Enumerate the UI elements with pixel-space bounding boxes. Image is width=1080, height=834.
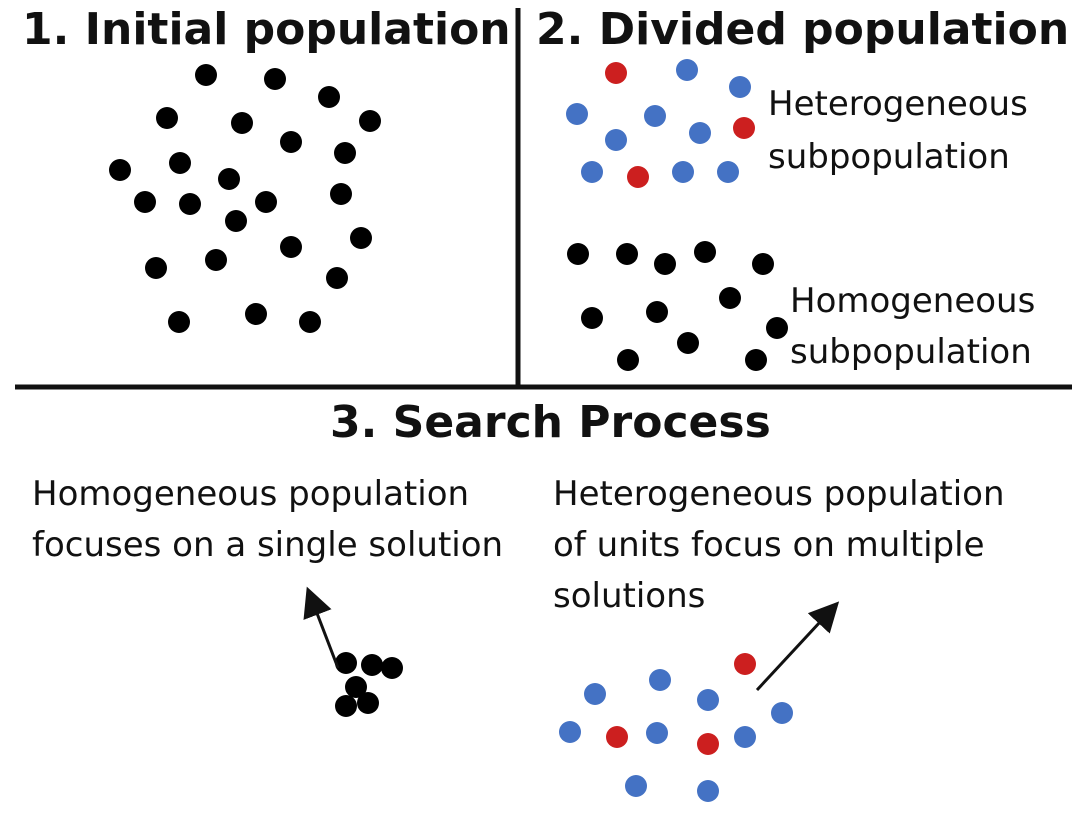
heterogeneous-search-units [559, 653, 793, 802]
homogeneous-subpopulation-black-unit [694, 241, 716, 263]
homogeneous-search-black-unit [335, 695, 357, 717]
homogeneous-search-black-unit [335, 652, 357, 674]
heterogeneous-search-red-unit [697, 733, 719, 755]
homogeneous-subpopulation-black-unit [745, 349, 767, 371]
homogeneous-label-line-1: Homogeneous [790, 281, 1035, 321]
heterogeneous-search-red-unit [606, 726, 628, 748]
heterogeneous-subpopulation-blue-unit [689, 122, 711, 144]
initial-population-black-unit [359, 110, 381, 132]
heterogeneous-search-blue-unit [646, 722, 668, 744]
initial-population-black-unit [280, 131, 302, 153]
homogeneous-search-cluster [335, 652, 403, 717]
homogeneous-label-line-2: subpopulation [790, 332, 1032, 372]
heterogeneous-caption-line-1: Heterogeneous population [553, 474, 1005, 514]
initial-population-black-unit [264, 68, 286, 90]
heterogeneous-search-red-unit [734, 653, 756, 675]
heterogeneous-caption-line-2: of units focus on multiple [553, 525, 985, 565]
heterogeneous-search-blue-unit [559, 721, 581, 743]
initial-population-black-unit [318, 86, 340, 108]
heterogeneous-search-blue-unit [649, 669, 671, 691]
heterogeneous-subpopulation-units [566, 59, 755, 188]
heterogeneous-subpopulation-red-unit [605, 62, 627, 84]
homogeneous-subpopulation-black-unit [646, 301, 668, 323]
heterogeneous-search-blue-unit [584, 683, 606, 705]
initial-population-black-unit [168, 311, 190, 333]
heterogeneous-caption-line-3: solutions [553, 576, 705, 616]
initial-population-black-unit [326, 267, 348, 289]
heterogeneous-subpopulation-blue-unit [644, 105, 666, 127]
homogeneous-subpopulation-units [567, 241, 788, 371]
homogeneous-caption-line-2: focuses on a single solution [32, 525, 503, 565]
heterogeneous-label-line-2: subpopulation [768, 137, 1010, 177]
initial-population-title: 1. Initial population [22, 4, 511, 55]
heterogeneous-subpopulation-blue-unit [676, 59, 698, 81]
homogeneous-search-black-unit [345, 676, 367, 698]
homogeneous-subpopulation-black-unit [616, 243, 638, 265]
initial-population-black-unit [218, 168, 240, 190]
initial-population-black-unit [255, 191, 277, 213]
homogeneous-subpopulation-black-unit [766, 317, 788, 339]
initial-population-black-unit [330, 183, 352, 205]
search-process-title: 3. Search Process [330, 397, 771, 448]
homogeneous-subpopulation-black-unit [654, 253, 676, 275]
heterogeneous-subpopulation-blue-unit [581, 161, 603, 183]
heterogeneous-subpopulation-blue-unit [717, 161, 739, 183]
heterogeneous-subpopulation-blue-unit [605, 129, 627, 151]
homogeneous-subpopulation-black-unit [567, 243, 589, 265]
heterogeneous-search-arrow [755, 601, 840, 692]
initial-population-black-unit [179, 193, 201, 215]
initial-population-black-unit [145, 257, 167, 279]
heterogeneous-subpopulation-blue-unit [566, 103, 588, 125]
heterogeneous-subpopulation-red-unit [733, 117, 755, 139]
initial-population-black-unit [245, 303, 267, 325]
homogeneous-search-black-unit [357, 692, 379, 714]
heterogeneous-search-blue-unit [771, 702, 793, 724]
heterogeneous-search-blue-unit [697, 689, 719, 711]
homogeneous-subpopulation-black-unit [617, 349, 639, 371]
initial-population-black-unit [169, 152, 191, 174]
homogeneous-subpopulation-black-unit [581, 307, 603, 329]
homogeneous-subpopulation-black-unit [752, 253, 774, 275]
initial-population-black-unit [195, 64, 217, 86]
heterogeneous-subpopulation-blue-unit [729, 76, 751, 98]
divided-population-title: 2. Divided population [536, 4, 1069, 55]
initial-population-black-unit [231, 112, 253, 134]
initial-population-black-unit [109, 159, 131, 181]
initial-population-black-unit [334, 142, 356, 164]
heterogeneous-label-line-1: Heterogeneous [768, 84, 1028, 124]
homogeneous-search-black-unit [361, 654, 383, 676]
heterogeneous-search-blue-unit [625, 775, 647, 797]
initial-population-black-unit [299, 311, 321, 333]
initial-population-black-unit [350, 227, 372, 249]
homogeneous-search-black-unit [381, 657, 403, 679]
homogeneous-search-arrow [303, 586, 340, 669]
initial-population-units [109, 64, 381, 333]
initial-population-black-unit [280, 236, 302, 258]
heterogeneous-subpopulation-red-unit [627, 166, 649, 188]
heterogeneous-subpopulation-blue-unit [672, 161, 694, 183]
initial-population-black-unit [156, 107, 178, 129]
heterogeneous-search-blue-unit [734, 726, 756, 748]
homogeneous-subpopulation-black-unit [719, 287, 741, 309]
heterogeneous-search-blue-unit [697, 780, 719, 802]
homogeneous-subpopulation-black-unit [677, 332, 699, 354]
initial-population-black-unit [134, 191, 156, 213]
initial-population-black-unit [205, 249, 227, 271]
homogeneous-caption-line-1: Homogeneous population [32, 474, 469, 514]
initial-population-black-unit [225, 210, 247, 232]
